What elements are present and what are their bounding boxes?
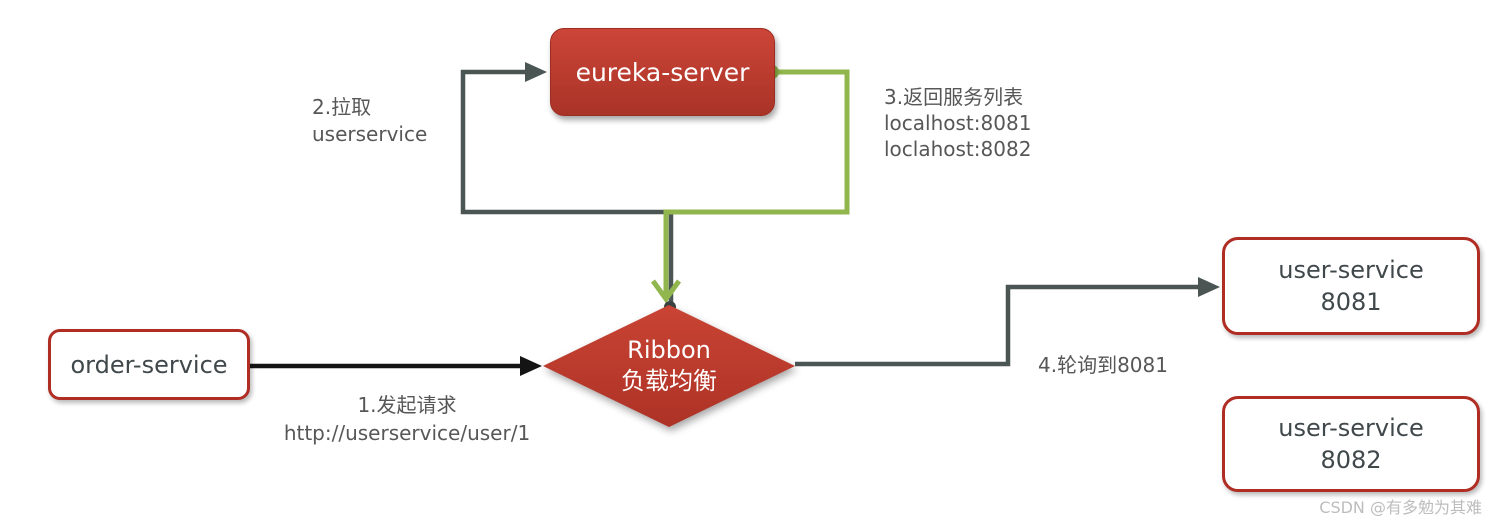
label-step3-line2: localhost:8081 xyxy=(884,111,1032,135)
node-user-service-8082: user-service 8082 xyxy=(1222,396,1480,492)
node-user-service-8081: user-service 8081 xyxy=(1222,237,1480,335)
label-step2-line1: 2.拉取 xyxy=(312,95,372,119)
user-service-8082-port: 8082 xyxy=(1320,446,1382,474)
label-step1-line1: 1.发起请求 xyxy=(357,393,457,417)
label-step3-line3: loclahost:8082 xyxy=(884,137,1032,161)
order-service-label: order-service xyxy=(70,350,228,379)
ribbon-diamond-shape: Ribbon 负载均衡 xyxy=(543,305,795,427)
edge-pull-connector xyxy=(460,69,674,303)
ribbon-title: Ribbon xyxy=(627,336,711,364)
node-order-service: order-service xyxy=(48,329,250,400)
label-step4-roundrobin: 4.轮询到8081 xyxy=(1038,352,1168,379)
watermark: CSDN @有多勉为其难 xyxy=(1270,494,1482,518)
label-step3-line1: 3.返回服务列表 xyxy=(884,85,1024,109)
edge-roundrobin-arrowhead xyxy=(1198,277,1220,297)
user-service-8081-port: 8081 xyxy=(1320,288,1382,316)
ribbon-subtitle: 负载均衡 xyxy=(621,367,717,395)
watermark-text: CSDN @有多勉为其难 xyxy=(1319,498,1482,517)
node-ribbon: Ribbon 负载均衡 xyxy=(543,305,795,427)
node-eureka-server: eureka-server xyxy=(550,28,775,116)
label-step3-return: 3.返回服务列表 localhost:8081 loclahost:8082 xyxy=(884,84,1031,162)
edge-request-arrowhead xyxy=(520,356,542,376)
label-step4-text: 4.轮询到8081 xyxy=(1038,353,1168,377)
edge-roundrobin-connector xyxy=(795,284,1202,367)
edge-pull-arrowhead xyxy=(525,62,547,82)
edge-return-connector xyxy=(663,69,850,296)
user-service-8081-name: user-service xyxy=(1278,256,1424,284)
edge-return-arrowhead xyxy=(650,279,682,304)
label-step2-pull: 2.拉取 userservice xyxy=(312,94,427,148)
label-step1-request: 1.发起请求 http://userservice/user/1 xyxy=(262,391,552,447)
eureka-server-label: eureka-server xyxy=(575,57,750,87)
label-step1-line2: http://userservice/user/1 xyxy=(283,421,531,445)
label-step2-line2: userservice xyxy=(312,122,428,146)
user-service-8082-name: user-service xyxy=(1278,414,1424,442)
